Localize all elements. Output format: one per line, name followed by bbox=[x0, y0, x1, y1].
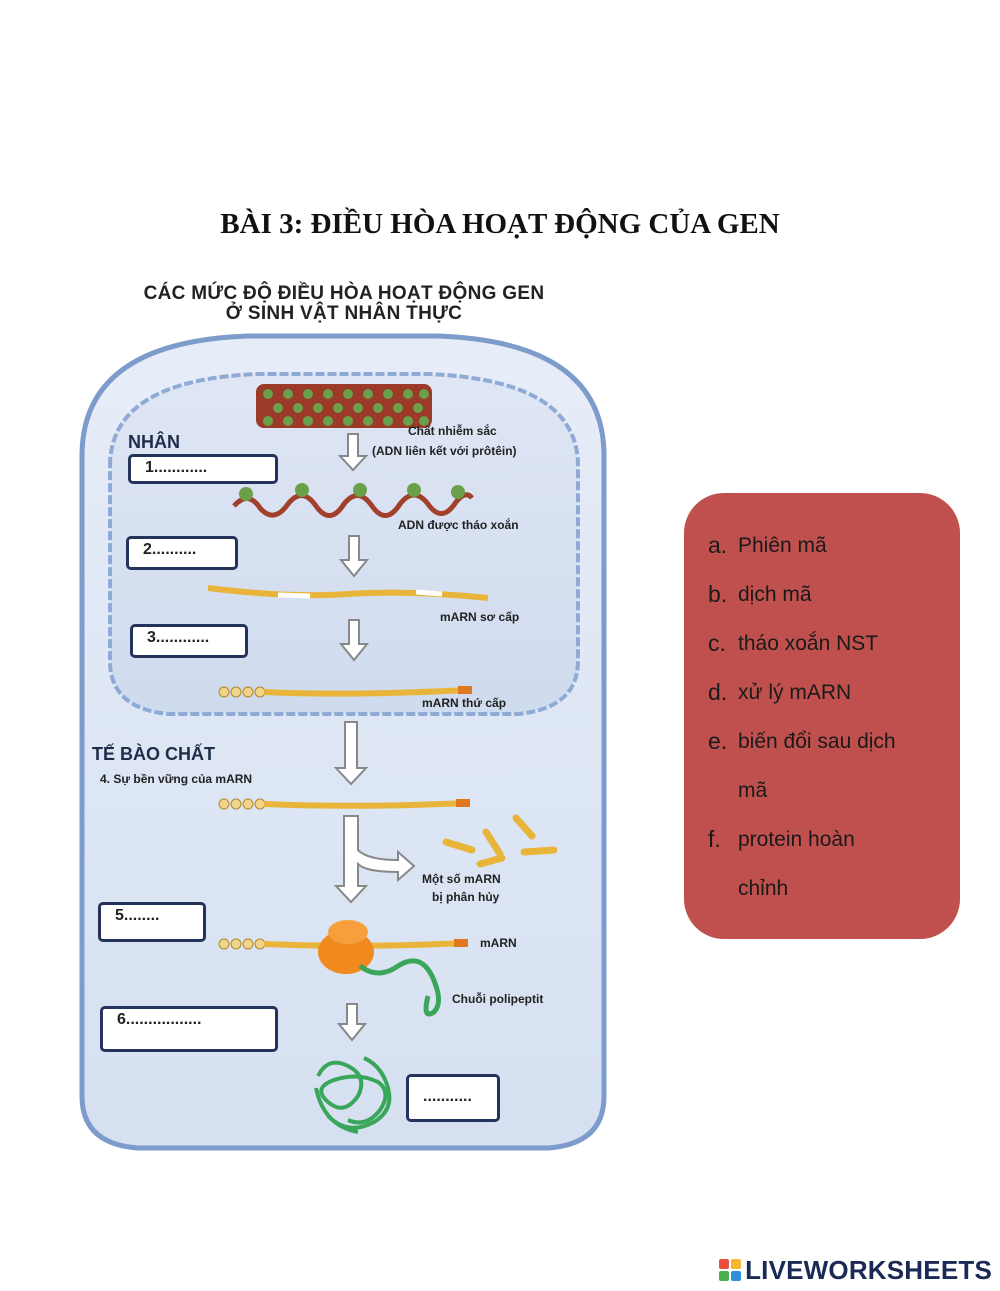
gene-regulation-figure: CÁC MỨC ĐỘ ĐIỀU HÒA HOẠT ĐỘNG GEN Ở SINH… bbox=[48, 276, 640, 1166]
arrow-down-3 bbox=[338, 619, 370, 662]
option-e-continued[interactable]: mã bbox=[708, 766, 942, 815]
footer-brand-text: LIVEWORKSHEETS bbox=[745, 1254, 992, 1285]
chromatin-label-2: (ADN liên kết với prôtêin) bbox=[372, 444, 517, 458]
folded-protein-icon bbox=[314, 1056, 392, 1134]
chromatin-icon bbox=[256, 384, 432, 428]
arrow-branch bbox=[333, 815, 416, 904]
answer-options-panel: a. Phiên mã b. dịch mã c. tháo xoắn NST d. x… bbox=[684, 493, 960, 939]
page-title: BÀI 3: ĐIỀU HÒA HOẠT ĐỘNG CỦA GEN bbox=[220, 208, 780, 240]
uncoiled-dna-icon bbox=[232, 483, 474, 518]
figure-title-line1: CÁC MỨC ĐỘ ĐIỀU HÒA HOẠT ĐỘNG GEN bbox=[143, 283, 545, 304]
polypeptide-chain bbox=[358, 958, 441, 1017]
dna-uncoiled-label: ADN được tháo xoắn bbox=[398, 518, 519, 532]
option-d-text: xử lý mARN bbox=[738, 681, 852, 704]
mrna-label: mARN bbox=[480, 936, 517, 950]
degraded-label-1: Một số mARN bbox=[422, 872, 501, 886]
option-d[interactable]: d. xử lý mARN bbox=[708, 668, 942, 717]
option-a[interactable]: a. Phiên mã bbox=[708, 521, 942, 570]
secondary-mrna-icon bbox=[218, 686, 472, 698]
degraded-label-2: bị phân hủy bbox=[432, 890, 500, 904]
arrows bbox=[333, 433, 416, 1042]
option-f-text-2: chỉnh bbox=[738, 877, 789, 900]
primary-mrna-icon bbox=[207, 585, 489, 601]
polypeptide-label: Chuỗi polipeptit bbox=[452, 992, 544, 1006]
option-f[interactable]: f. protein hoàn bbox=[708, 815, 942, 864]
arrow-down-6 bbox=[336, 1003, 368, 1042]
option-b-key: b. bbox=[708, 581, 728, 607]
arrow-down-1 bbox=[337, 433, 369, 472]
cytoplasm-mrna-icon bbox=[218, 798, 470, 810]
primary-mrna-label: mARN sơ cấp bbox=[440, 610, 520, 624]
arrow-down-2 bbox=[338, 535, 370, 578]
option-a-key: a. bbox=[708, 532, 728, 558]
option-b-text: dịch mã bbox=[738, 583, 812, 606]
chromatin-label-1: Chất nhiễm sắc bbox=[408, 424, 497, 438]
option-a-text: Phiên mã bbox=[738, 534, 827, 557]
cytoplasm-sub-label: 4. Sự bền vững của mARN bbox=[100, 772, 253, 786]
option-e-text: biến đổi sau dịch bbox=[738, 730, 896, 753]
option-e[interactable]: e. biến đổi sau dịch bbox=[708, 717, 942, 766]
option-b[interactable]: b. dịch mã bbox=[708, 570, 942, 619]
footer-brand: LIVEWORKSHEETS bbox=[719, 1253, 992, 1287]
arrow-down-4 bbox=[333, 721, 369, 786]
option-c-text: tháo xoắn NST bbox=[738, 632, 879, 655]
option-f-key: f. bbox=[708, 826, 721, 852]
figure-title: CÁC MỨC ĐỘ ĐIỀU HÒA HOẠT ĐỘNG GEN Ở SINH… bbox=[48, 284, 640, 324]
figure-title-line2: Ở SINH VẬT NHÂN THỰC bbox=[225, 303, 463, 324]
answer-options-list: a. Phiên mã b. dịch mã c. tháo xoắn NST d. x… bbox=[708, 521, 942, 913]
option-f-continued[interactable]: chỉnh bbox=[708, 864, 942, 913]
option-f-text: protein hoàn bbox=[738, 828, 855, 851]
option-e-text-2: mã bbox=[738, 779, 768, 802]
blank-3-field[interactable]: 3............ bbox=[130, 624, 248, 658]
option-e-key: e. bbox=[708, 728, 728, 754]
option-d-key: d. bbox=[708, 679, 728, 705]
option-c-key: c. bbox=[708, 630, 726, 656]
blank-6-field[interactable]: 6................. bbox=[100, 1006, 278, 1052]
nucleus-label: NHÂN bbox=[128, 432, 180, 452]
blank-5-field[interactable]: 5........ bbox=[98, 902, 206, 942]
blank-7-field[interactable]: ........... bbox=[406, 1074, 500, 1122]
blank-2-field[interactable]: 2.......... bbox=[126, 536, 238, 570]
liveworksheets-logo-icon bbox=[719, 1259, 742, 1281]
degraded-mrna-icon bbox=[442, 814, 558, 868]
option-c[interactable]: c. tháo xoắn NST bbox=[708, 619, 942, 668]
cytoplasm-label: TẾ BÀO CHẤT bbox=[92, 744, 215, 764]
blank-1-field[interactable]: 1............ bbox=[128, 454, 278, 484]
secondary-mrna-label: mARN thứ cấp bbox=[422, 696, 507, 710]
ribosome-icon bbox=[318, 920, 374, 974]
